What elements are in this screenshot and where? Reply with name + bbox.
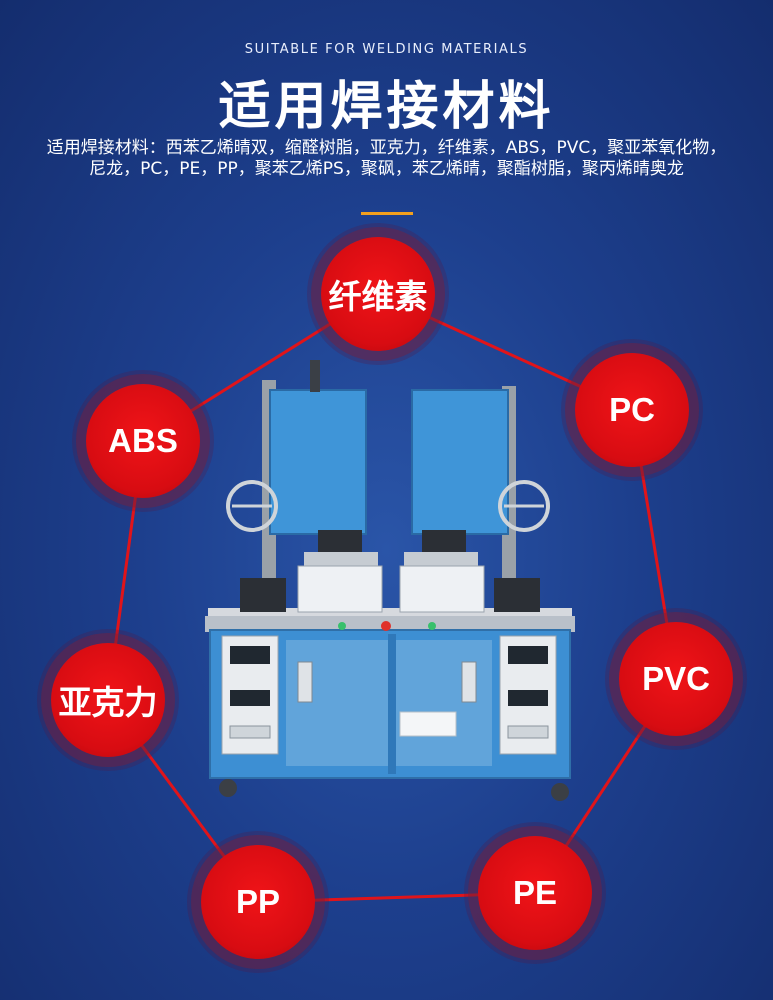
left-welding-head bbox=[226, 360, 383, 613]
title-divider bbox=[361, 212, 413, 215]
material-bubble-abs: ABS bbox=[86, 384, 200, 498]
eyebrow-text: SUITABLE FOR WELDING MATERIALS bbox=[244, 42, 529, 57]
machine-body bbox=[205, 608, 575, 801]
material-bubble-pc: PC bbox=[575, 353, 689, 467]
right-welding-head bbox=[399, 386, 550, 613]
page-title: 适用焊接材料 bbox=[218, 77, 555, 137]
materials-description: 适用焊接材料：西苯乙烯晴双，缩醛树脂，亚克力，纤维素，ABS，PVC，聚亚苯氧化… bbox=[46, 138, 727, 179]
material-bubble-pvc: PVC bbox=[619, 622, 733, 736]
material-bubble-pp: PP bbox=[201, 845, 315, 959]
material-bubble-pe: PE bbox=[478, 836, 592, 950]
material-bubble-cellulose: 纤维素 bbox=[321, 237, 435, 351]
material-bubble-acrylic: 亚克力 bbox=[51, 643, 165, 757]
